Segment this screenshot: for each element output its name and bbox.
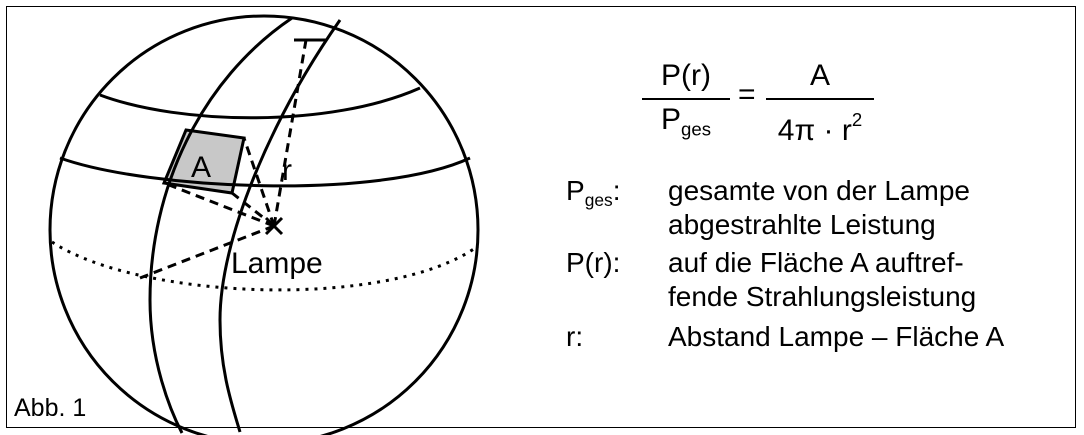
fraction-right-numerator: A — [809, 59, 830, 92]
longitude-line-right — [218, 19, 342, 433]
longitude-line-left — [148, 16, 293, 434]
figure-caption: Abb. 1 — [14, 394, 87, 422]
legend-symbol-pr: P(r): — [566, 247, 621, 278]
legend-desc-r: Abstand Lampe – Fläche A — [668, 321, 1005, 352]
fraction-right-bar — [766, 98, 874, 100]
fraction-left-numerator: P(r) — [661, 59, 711, 92]
fraction-right: A 4π · r2 — [766, 58, 874, 149]
latitude-line-upper — [99, 86, 421, 120]
area-a-label: A — [191, 151, 211, 184]
radius-label: r — [282, 154, 292, 187]
fraction-left-denominator: Pges — [661, 103, 711, 140]
fraction-left: P(r) Pges — [642, 58, 730, 148]
fraction-right-denominator: 4π · r2 — [777, 109, 863, 147]
legend-desc-pr: auf die Fläche A auftref- fende Strahlun… — [668, 247, 977, 312]
latitude-line-middle — [59, 156, 471, 188]
formula: P(r) Pges = A 4π · r2 — [642, 58, 902, 158]
sphere-outline — [48, 14, 480, 435]
legend-desc-pges: gesamte von der Lampe abgestrahlte Leist… — [668, 175, 970, 240]
lamp-label: Lampe — [231, 247, 323, 280]
legend-symbol-pges: Pges: — [566, 175, 621, 211]
lamp-marker — [264, 216, 284, 236]
figure-frame — [6, 6, 1076, 428]
legend-symbol-r: r: — [566, 321, 584, 352]
fraction-left-bar — [642, 98, 730, 100]
equals-sign: = — [738, 78, 756, 111]
